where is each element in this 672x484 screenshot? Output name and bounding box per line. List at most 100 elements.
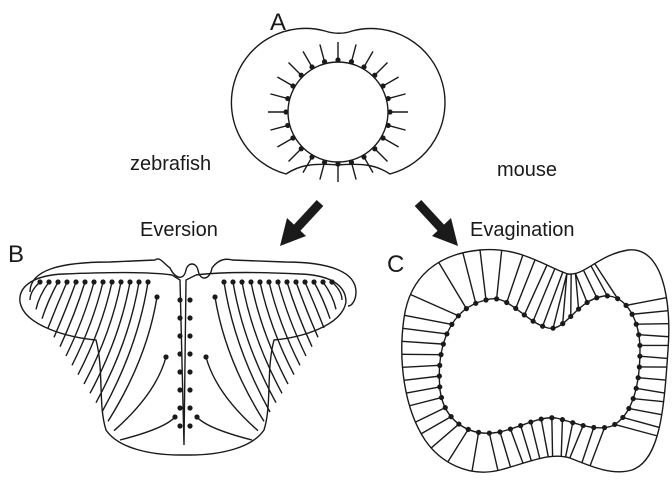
cortical-nucleus: [449, 322, 454, 327]
cortical-nucleus: [438, 352, 443, 357]
cortical-spoke: [524, 265, 547, 315]
cortical-nucleus: [576, 306, 581, 311]
process-label-eversion: Eversion: [140, 219, 218, 241]
tube-radial-cells: [268, 42, 408, 182]
cortical-spoke: [410, 295, 458, 316]
ventricular-nucleus: [275, 279, 280, 284]
species-label-mouse: mouse: [497, 159, 557, 181]
tube-nucleus: [387, 109, 392, 114]
tube-nucleus: [386, 96, 391, 101]
tube-nucleus: [299, 73, 304, 78]
cortical-spoke: [632, 311, 668, 315]
cortical-spoke: [582, 428, 594, 463]
cortical-nucleus: [570, 420, 575, 425]
cortical-spoke: [489, 433, 498, 470]
cortical-nucleus: [637, 354, 642, 359]
cortical-nucleus: [631, 396, 636, 401]
ventricular-nucleus: [221, 279, 226, 284]
cortical-nucleus: [594, 295, 599, 300]
glial-fiber: [296, 282, 318, 337]
ventricular-nucleus: [248, 279, 253, 284]
cortical-spoke: [439, 262, 467, 308]
cortical-nucleus: [476, 430, 481, 435]
cortical-nucleus: [437, 374, 442, 379]
cortical-nucleus: [473, 301, 478, 306]
cortical-spoke: [404, 315, 451, 324]
arrow-to-evagination: [418, 203, 458, 246]
cortical-nucleus: [508, 426, 513, 431]
glial-fiber: [114, 357, 166, 431]
tube-nucleus: [380, 135, 385, 140]
cortical-nucleus: [444, 331, 449, 336]
cortical-spoke: [640, 356, 668, 358]
cortical-nucleus: [439, 395, 444, 400]
midline-nucleus: [177, 387, 182, 392]
cortical-spoke: [510, 429, 523, 463]
cortical-nucleus: [448, 414, 453, 419]
glial-fiber: [215, 297, 264, 421]
midline-nucleus: [187, 387, 192, 392]
ventricular-nucleus: [127, 279, 132, 284]
cortical-radial-cells: [402, 250, 669, 471]
cortical-spoke: [403, 365, 440, 367]
ventricular-nucleus: [239, 279, 244, 284]
cortical-nucleus: [437, 384, 442, 389]
cortical-spoke: [402, 341, 443, 344]
midline-nucleus: [177, 369, 182, 374]
cortical-spoke: [500, 432, 510, 467]
tube-nucleus: [361, 154, 366, 159]
cortical-nucleus: [615, 296, 620, 301]
cortical-spoke: [448, 429, 468, 461]
tube-nucleus: [290, 83, 295, 88]
cortical-spoke: [552, 418, 553, 457]
glial-fiber: [242, 282, 282, 393]
cortical-spoke: [521, 426, 532, 461]
cortical-spoke: [541, 419, 548, 457]
tube-nucleus: [322, 59, 327, 64]
tube-nucleus: [309, 154, 314, 159]
midline-nucleus: [187, 423, 192, 428]
ventricular-nucleus: [293, 279, 298, 284]
cortical-nucleus: [504, 300, 509, 305]
ventricular-nucleus: [82, 279, 87, 284]
cortical-spoke: [415, 408, 445, 422]
cortical-nucleus: [634, 322, 639, 327]
tube-nucleus: [349, 160, 354, 165]
panel-c-evaginated-telencephalon: [402, 250, 669, 473]
midline-nucleus: [187, 351, 192, 356]
cortical-nucleus: [549, 415, 554, 420]
cortical-nucleus: [528, 419, 533, 424]
cortical-nucleus: [513, 306, 518, 311]
ventricular-nucleus: [145, 279, 150, 284]
cortical-spoke: [636, 324, 669, 325]
tube-nucleus: [349, 59, 354, 64]
cortical-nucleus: [466, 427, 471, 432]
ventricular-nucleus: [284, 279, 289, 284]
cortical-nucleus: [487, 431, 492, 436]
midline-nucleus: [187, 333, 192, 338]
tube-nucleus: [335, 161, 340, 166]
ventricular-nucleus: [172, 414, 177, 419]
midline-nucleus: [177, 351, 182, 356]
cortical-nucleus: [494, 296, 499, 301]
ventricular-nucleus: [329, 279, 334, 284]
cortical-spoke: [626, 298, 666, 306]
ventricular-nucleus: [46, 279, 51, 284]
ventricular-nucleus: [311, 279, 316, 284]
cortical-nucleus: [539, 416, 544, 421]
glial-fiber: [90, 282, 130, 393]
panel-label-a: A: [270, 9, 286, 36]
cortical-spoke: [615, 424, 657, 435]
ventricular-nucleus: [109, 279, 114, 284]
midline-nucleus: [187, 369, 192, 374]
ventricular-nucleus: [302, 279, 307, 284]
midline-nucleus: [187, 315, 192, 320]
panel-label-c: C: [387, 251, 404, 278]
cortical-spoke: [497, 250, 502, 299]
arrow-to-eversion: [280, 203, 320, 246]
cortical-nucleus: [522, 312, 527, 317]
cortical-nucleus: [630, 312, 635, 317]
midline-nucleus: [187, 405, 192, 410]
midline-nucleus: [177, 297, 182, 302]
glial-fiber: [42, 282, 58, 319]
